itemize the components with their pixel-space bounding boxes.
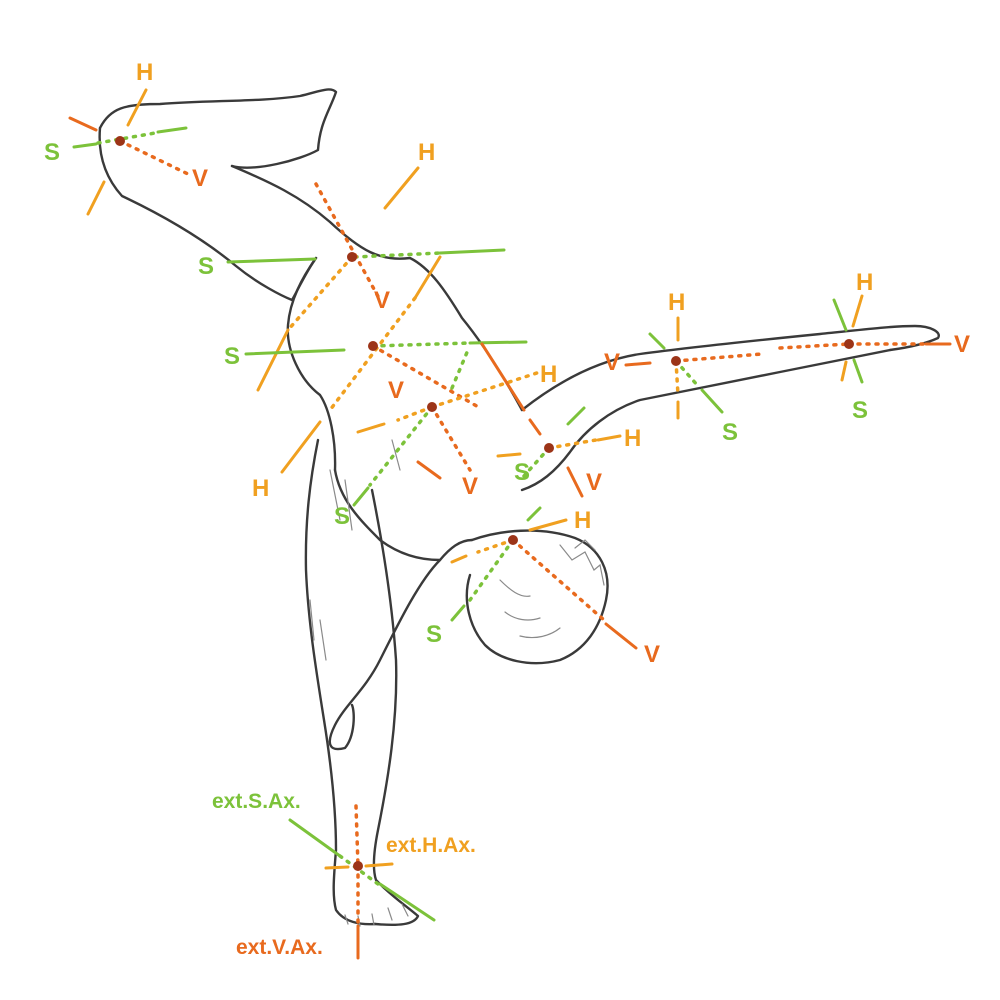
axes-layer xyxy=(68,88,952,960)
support-leg-right xyxy=(370,488,420,927)
joint-elbow xyxy=(671,356,681,366)
arm-upper-contour xyxy=(520,324,940,412)
label-v: V xyxy=(462,473,478,500)
label-h: H xyxy=(574,507,591,534)
label-h: H xyxy=(856,269,873,296)
label-v: V xyxy=(388,377,404,404)
label-s: S xyxy=(426,621,442,648)
label-v: V xyxy=(644,641,660,668)
axes-hip-upper xyxy=(226,166,506,392)
joint-ankle-base xyxy=(353,861,363,871)
joint-spine-upper xyxy=(368,341,378,351)
label-v: V xyxy=(954,331,970,358)
axes-wrist xyxy=(778,294,952,384)
label-h: H xyxy=(540,361,557,388)
buttock-outline xyxy=(286,256,337,472)
joint-foot-raised xyxy=(115,136,125,146)
axes-chest-center xyxy=(352,342,542,507)
support-leg-left xyxy=(304,438,377,926)
label-s: S xyxy=(722,419,738,446)
label-s: S xyxy=(224,343,240,370)
joint-hip-upper xyxy=(347,252,357,262)
label-h: H xyxy=(418,139,435,166)
label-h: H xyxy=(624,425,641,452)
axes-ankle-base xyxy=(288,804,436,960)
label-s: S xyxy=(514,459,530,486)
joint-neck xyxy=(508,535,518,545)
raised-leg-outline xyxy=(98,88,338,169)
hanging-hand xyxy=(328,558,442,751)
label-s: S xyxy=(852,397,868,424)
joint-wrist xyxy=(844,339,854,349)
label-h: H xyxy=(252,475,269,502)
ext-vertical-label: ext.V.Ax. xyxy=(236,936,323,959)
label-h: H xyxy=(136,59,153,86)
axes-foot-raised xyxy=(68,88,192,216)
hair-detail xyxy=(559,539,605,586)
joint-shoulder-right xyxy=(544,443,554,453)
axes-elbow xyxy=(624,316,764,420)
joint-chest-center xyxy=(427,402,437,412)
external-labels: ext.S.Ax. ext.H.Ax. ext.V.Ax. xyxy=(212,790,476,959)
ext-sagittal-label: ext.S.Ax. xyxy=(212,790,301,813)
label-s: S xyxy=(334,503,350,530)
label-v: V xyxy=(374,287,390,314)
figure-sketch xyxy=(98,88,940,927)
torso-outline xyxy=(333,468,474,562)
label-v: V xyxy=(586,469,602,496)
label-s: S xyxy=(198,253,214,280)
ext-horizontal-label: ext.H.Ax. xyxy=(386,834,476,857)
face-detail xyxy=(499,579,561,639)
axes-spine-upper xyxy=(244,255,528,474)
shading xyxy=(309,439,401,661)
label-v: V xyxy=(192,165,208,192)
joint-dots xyxy=(115,136,854,871)
label-h: H xyxy=(668,289,685,316)
head-outline xyxy=(465,529,609,665)
axes-neck xyxy=(450,506,638,650)
axes-shoulder-right xyxy=(496,406,622,498)
arm-lower-contour xyxy=(520,348,892,492)
label-s: S xyxy=(44,139,60,166)
label-v: V xyxy=(604,349,620,376)
axis-letters: S H V S H V S V H H V S H S V H S V H V … xyxy=(44,59,970,668)
